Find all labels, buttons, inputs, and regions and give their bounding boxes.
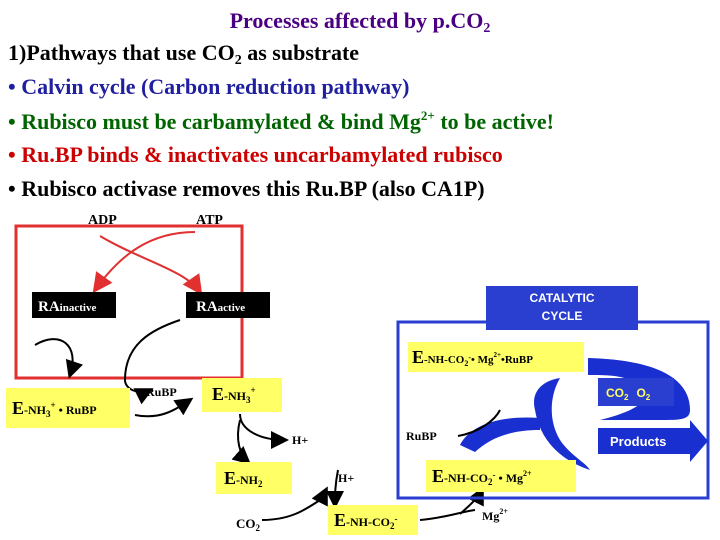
products-arrow	[598, 420, 708, 462]
e-nh3-rubp-box	[6, 388, 130, 428]
ra-active-label: RAactive	[196, 299, 245, 315]
e-nh-co2-mg-box	[426, 460, 576, 492]
catalytic-swoosh-rubp	[460, 417, 540, 452]
e-nh-co2-mg-rubp-box	[408, 342, 584, 372]
e-nh3-rubp-label: E-NH3+ • RuBP	[12, 398, 97, 419]
atp-to-adp-arrow	[92, 231, 196, 294]
co2-uptake-arrow	[261, 486, 328, 521]
co2-o2-box	[598, 378, 674, 406]
atp-label: ATP	[196, 213, 223, 228]
e-nh-co2-mg-rubp-label: E-NH-CO2-• Mg2+•RuBP	[412, 347, 533, 368]
inactive-to-active-arrow	[99, 235, 203, 296]
slide-title: Processes affected by p.CO2	[229, 8, 491, 36]
h-plus-label-1: H+	[292, 433, 308, 447]
h-release-arrow	[239, 413, 289, 449]
e-nh2-box	[216, 462, 292, 494]
ra-inactive-label: RAinactive	[38, 299, 96, 315]
e-nh-co2-box	[328, 505, 418, 535]
mg-bind-arrow-line	[419, 509, 476, 521]
line-rubisco-activase: • Rubisco activase removes this Ru.BP (a…	[8, 176, 485, 201]
co2-label: CO2	[236, 516, 261, 533]
catalytic-label-1: CATALYTIC	[529, 291, 594, 305]
catalytic-label-2: CYCLE	[542, 309, 583, 323]
deprotonation-arrow	[231, 419, 252, 465]
rubp-release-arrow	[134, 397, 194, 418]
rubp-bind-line	[457, 409, 501, 437]
ra-inactive-box	[32, 292, 116, 318]
line-pathways: 1)Pathways that use CO2 as substrate	[8, 40, 360, 68]
h-release-arrow-2	[326, 469, 345, 509]
products-label: Products	[610, 434, 666, 449]
e-nh3-box	[202, 378, 282, 412]
adp-label: ADP	[88, 213, 117, 228]
activase-left-arrow	[34, 338, 83, 379]
e-nh3-label: E-NH3+	[212, 384, 256, 405]
line-rubisco-carbamylated: • Rubisco must be carbamylated & bind Mg…	[8, 108, 554, 134]
catalytic-cycle-header	[486, 286, 638, 330]
e-nh-co2-mg-label: E-NH-CO2- • Mg2+	[432, 466, 532, 487]
line-rubp-binds: • Ru.BP binds & inactivates uncarbamylat…	[8, 142, 503, 167]
e-nh-co2-label: E-NH-CO2-	[334, 510, 398, 531]
h-plus-label-2: H+	[338, 471, 354, 485]
rubp-label-left: RuBP	[146, 385, 177, 399]
rubp-label-right: RuBP	[406, 429, 437, 443]
activase-action-arrow	[123, 319, 181, 405]
ra-active-box	[186, 292, 270, 318]
mg2-label: Mg2+	[482, 507, 508, 523]
catalytic-swoosh-left	[534, 378, 590, 470]
line-calvin-cycle: • Calvin cycle (Carbon reduction pathway…	[8, 74, 410, 99]
e-nh2-label: E-NH2	[224, 468, 263, 489]
